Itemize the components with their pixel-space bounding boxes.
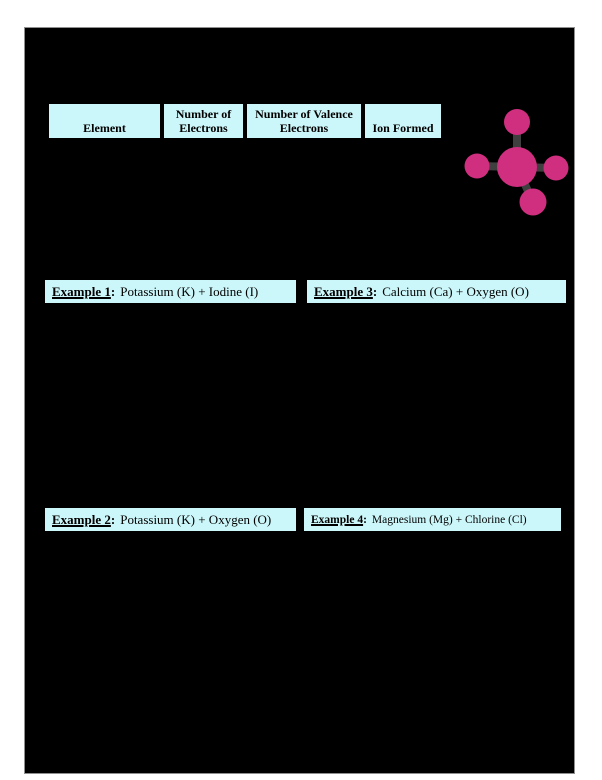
example-3-colon: : <box>372 283 378 299</box>
molecule-icon <box>464 109 569 216</box>
table-header-element: Element <box>47 102 162 140</box>
worksheet-page: Element Number of Electrons Number of Va… <box>24 27 575 774</box>
atom-central <box>497 147 537 187</box>
example-2-colon: : <box>110 511 116 527</box>
example-4-box: Example 4: Magnesium (Mg) + Chlorine (Cl) <box>302 506 563 533</box>
example-1-label: Example 1 <box>52 283 111 299</box>
atom-right <box>543 155 569 181</box>
example-1-colon: : <box>110 283 116 299</box>
example-3-label: Example 3 <box>314 283 373 299</box>
example-1-reaction: Potassium (K) + Iodine (I) <box>120 283 259 299</box>
table-header-number-of-electrons: Number of Electrons <box>162 102 245 140</box>
example-3-box: Example 3:Calcium (Ca) + Oxygen (O) <box>305 278 568 305</box>
table-header-number-of-valence-electrons: Number of Valence Electrons <box>245 102 363 140</box>
element-info-table-header: Element Number of Electrons Number of Va… <box>47 102 443 140</box>
example-2-box: Example 2:Potassium (K) + Oxygen (O) <box>43 506 298 533</box>
atom-bottom <box>519 188 547 216</box>
example-2-reaction: Potassium (K) + Oxygen (O) <box>120 511 272 527</box>
example-1-box: Example 1:Potassium (K) + Iodine (I) <box>43 278 298 305</box>
table-header-ion-formed: Ion Formed <box>363 102 443 140</box>
example-3-reaction: Calcium (Ca) + Oxygen (O) <box>382 283 529 299</box>
example-2-label: Example 2 <box>52 511 111 527</box>
example-4-reaction: Magnesium (Mg) + Chlorine (Cl) <box>371 513 527 526</box>
atom-left <box>464 153 490 179</box>
atom-top <box>504 109 530 135</box>
example-4-colon: : <box>363 513 367 526</box>
example-4-label: Example 4 <box>311 513 364 526</box>
